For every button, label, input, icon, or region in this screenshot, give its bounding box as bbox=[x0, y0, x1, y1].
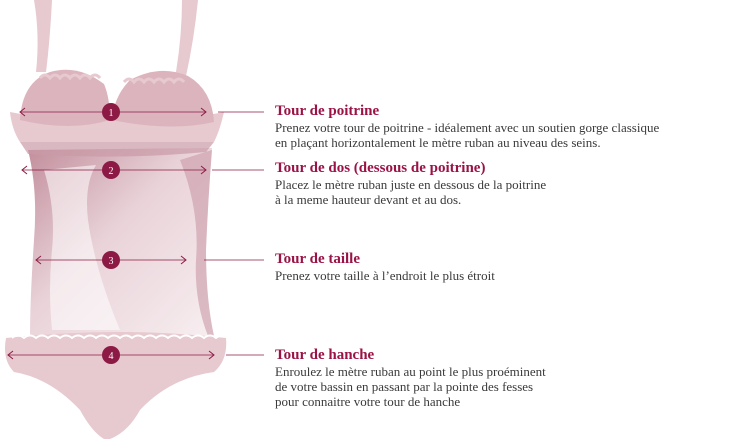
right-strap bbox=[176, 0, 198, 76]
bra-cup-right bbox=[112, 70, 214, 127]
section-desc-line: Prenez votre taille à l’endroit le plus … bbox=[275, 268, 495, 283]
measure-line-4: 4 bbox=[7, 346, 264, 364]
section-desc-line: de votre bassin en passant par la pointe… bbox=[275, 379, 534, 394]
section-desc-line: Prenez votre tour de poitrine - idéaleme… bbox=[275, 120, 660, 135]
section-desc-line: Placez le mètre ruban juste en dessous d… bbox=[275, 177, 547, 192]
section-tour-de-hanche: Tour de hanche Enroulez le mètre ruban a… bbox=[275, 347, 741, 409]
section-desc-line: Enroulez le mètre ruban au point le plus… bbox=[275, 364, 546, 379]
section-tour-de-taille: Tour de taille Prenez votre taille à l’e… bbox=[275, 251, 741, 283]
underband-shadow bbox=[20, 142, 214, 157]
section-tour-de-dos: Tour de dos (dessous de poitrine) Placez… bbox=[275, 160, 741, 207]
section-title: Tour de hanche bbox=[275, 347, 375, 363]
bra-cup-left bbox=[20, 69, 110, 126]
section-title: Tour de dos (dessous de poitrine) bbox=[275, 160, 486, 176]
lace-right bbox=[122, 77, 186, 85]
torso-highlight bbox=[44, 165, 120, 330]
measure-line-3: 3 bbox=[35, 251, 264, 269]
measure-line-2: 2 bbox=[21, 161, 264, 179]
section-desc-line: à la meme hauteur devant et au dos. bbox=[275, 192, 462, 207]
measure-number-2: 2 bbox=[109, 166, 114, 177]
measure-number-3: 3 bbox=[109, 256, 114, 267]
measure-number-1: 1 bbox=[109, 108, 114, 119]
section-desc-line: en plaçant horizontalement le mètre ruba… bbox=[275, 135, 601, 150]
section-title: Tour de poitrine bbox=[275, 103, 380, 119]
lace-left bbox=[38, 73, 102, 81]
section-tour-de-poitrine: Tour de poitrine Prenez votre tour de po… bbox=[275, 103, 741, 150]
left-strap bbox=[34, 0, 52, 72]
section-desc-line: pour connaitre votre tour de hanche bbox=[275, 394, 461, 409]
measure-number-4: 4 bbox=[109, 351, 114, 362]
measure-line-1: 1 bbox=[19, 103, 264, 121]
side-shadow bbox=[180, 150, 214, 336]
section-title: Tour de taille bbox=[275, 251, 361, 267]
panties bbox=[5, 332, 227, 439]
panties-lace bbox=[11, 334, 229, 340]
